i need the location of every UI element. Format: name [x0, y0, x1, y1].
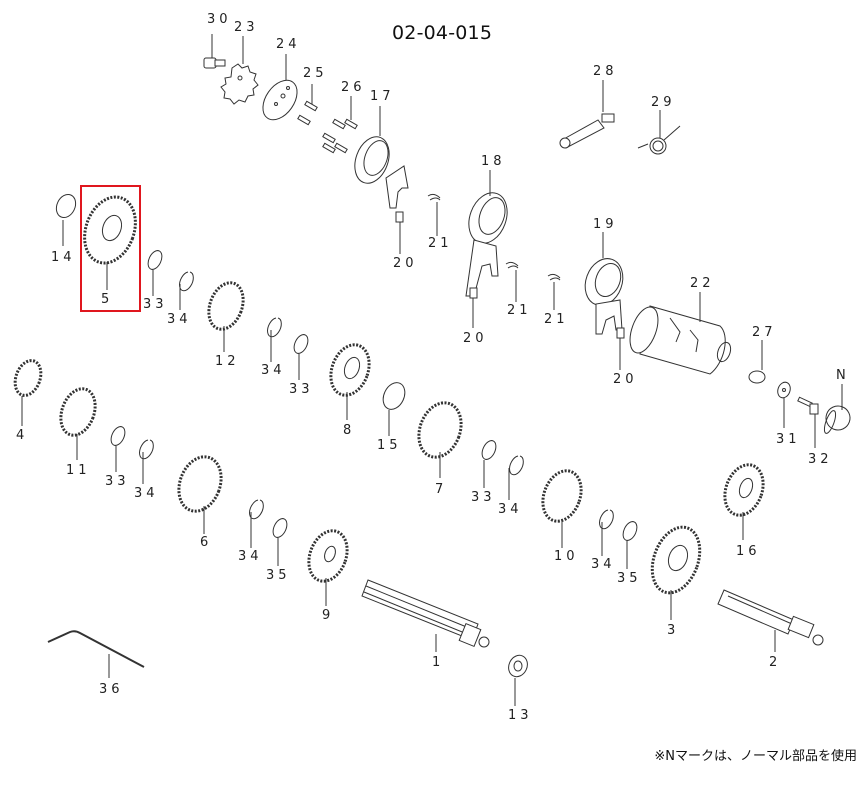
part-label-34[interactable]: 34	[498, 502, 523, 517]
part-label-20[interactable]: 20	[393, 256, 418, 271]
part-label-2[interactable]: 2	[769, 655, 782, 670]
part-label-7[interactable]: 7	[435, 482, 448, 497]
part-label-5[interactable]: 5	[101, 292, 114, 307]
part-label-14[interactable]: 14	[51, 250, 76, 265]
circlip-icon	[139, 271, 614, 556]
bolt-icon	[203, 34, 226, 69]
spring-icon	[637, 110, 681, 155]
shift-fork-icon	[584, 232, 624, 335]
part-label-23[interactable]: 23	[234, 20, 259, 35]
shift-fork-icon	[354, 106, 409, 209]
part-label-12[interactable]: 12	[215, 354, 240, 369]
part-label-34[interactable]: 34	[591, 557, 616, 572]
part-label-8[interactable]: 8	[343, 423, 356, 438]
part-label-n[interactable]: N	[836, 368, 850, 383]
part-label-34[interactable]: 34	[134, 486, 159, 501]
shift-cam-icon	[220, 36, 259, 105]
part-label-3[interactable]: 3	[667, 623, 680, 638]
part-label-29[interactable]: 29	[651, 95, 676, 110]
leader-lines	[21, 262, 744, 620]
thrust-washer-icon	[55, 193, 77, 246]
main-shaft-icon	[361, 579, 490, 652]
part-label-21[interactable]: 21	[544, 312, 569, 327]
part-label-33[interactable]: 33	[143, 297, 168, 312]
part-label-22[interactable]: 22	[690, 276, 715, 291]
part-label-16[interactable]: 16	[736, 544, 761, 559]
part-label-34[interactable]: 34	[261, 363, 286, 378]
part-label-26[interactable]: 26	[341, 80, 366, 95]
part-label-15[interactable]: 15	[377, 438, 402, 453]
part-label-27[interactable]: 27	[752, 325, 777, 340]
plate-icon	[262, 54, 298, 121]
part-label-6[interactable]: 6	[200, 535, 213, 550]
part-label-9[interactable]: 9	[322, 608, 335, 623]
gear-icon	[13, 195, 765, 595]
stopper-plate-icon	[748, 340, 766, 384]
part-label-35[interactable]: 35	[266, 568, 291, 583]
part-label-10[interactable]: 10	[554, 549, 579, 564]
part-label-33[interactable]: 33	[289, 382, 314, 397]
part-label-18[interactable]: 18	[481, 154, 506, 169]
part-label-19[interactable]: 19	[593, 217, 618, 232]
part-label-30[interactable]: 30	[207, 12, 232, 27]
bolt-icon	[797, 396, 819, 448]
pin-icon	[297, 84, 318, 126]
part-label-21[interactable]: 21	[428, 236, 453, 251]
part-label-1[interactable]: 1	[432, 655, 445, 670]
part-label-24[interactable]: 24	[276, 37, 301, 52]
hex-key-icon	[47, 630, 145, 678]
washer-icon	[777, 381, 791, 428]
thrust-washer-icon	[382, 382, 528, 706]
normal-parts-note: ※Nマークは、ノーマル部品を使用	[654, 749, 857, 764]
gear-hub	[101, 214, 754, 572]
part-label-34[interactable]: 34	[238, 549, 263, 564]
ring-icon	[110, 250, 638, 569]
part-label-31[interactable]: 31	[776, 432, 801, 447]
part-label-13[interactable]: 13	[508, 708, 533, 723]
shift-drum-icon	[629, 292, 732, 375]
highlight-box-part-5	[80, 185, 141, 312]
cap-icon	[823, 384, 851, 434]
fork-pin-icon	[395, 211, 625, 370]
part-label-36[interactable]: 36	[99, 682, 124, 697]
part-label-33[interactable]: 33	[105, 474, 130, 489]
part-label-32[interactable]: 32	[808, 452, 833, 467]
diagram-title: 02-04-015	[392, 22, 493, 44]
part-label-4[interactable]: 4	[16, 428, 29, 443]
counter-shaft-icon	[717, 589, 824, 652]
part-label-11[interactable]: 11	[66, 463, 91, 478]
pin-icon	[322, 96, 358, 154]
clip-icon	[427, 193, 561, 310]
part-label-34[interactable]: 34	[167, 312, 192, 327]
part-label-21[interactable]: 21	[507, 303, 532, 318]
part-label-17[interactable]: 17	[370, 89, 395, 104]
shift-lever-icon	[559, 80, 615, 149]
shift-fork-icon	[465, 170, 508, 297]
part-label-35[interactable]: 35	[617, 571, 642, 586]
part-label-25[interactable]: 25	[303, 66, 328, 81]
part-label-20[interactable]: 20	[613, 372, 638, 387]
part-label-33[interactable]: 33	[471, 490, 496, 505]
part-label-20[interactable]: 20	[463, 331, 488, 346]
part-label-28[interactable]: 28	[593, 64, 618, 79]
